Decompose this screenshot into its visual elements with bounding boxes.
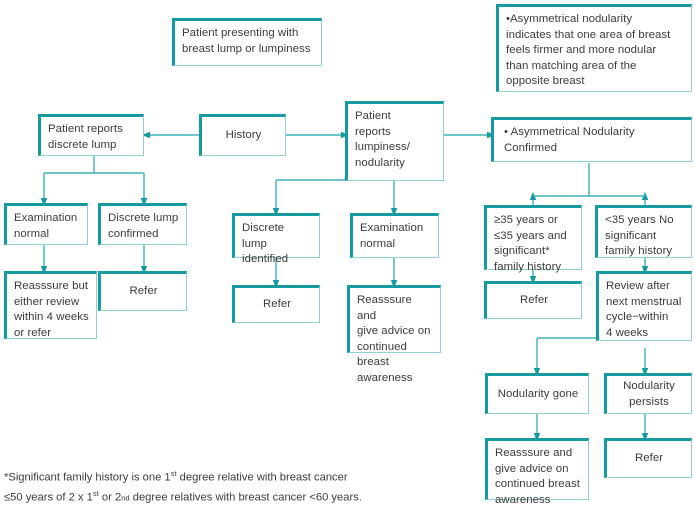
node-reassure-advice-bottom[interactable]: Reasssure and give advice on continued b… (485, 438, 589, 506)
node-refer-mid-label: Refer (262, 298, 292, 311)
node-history-label: History (225, 129, 262, 142)
node-review-menstrual[interactable]: Review after next menstrual cycle−within… (596, 271, 692, 341)
node-refer-left[interactable]: Refer (98, 271, 187, 311)
node-nodularity-persists[interactable]: Nodularity persists (604, 373, 692, 414)
footnote-line1-b: degree relative with breast cancer (176, 471, 348, 484)
node-reassure-advice-bottom-label: Reasssure and give advice on continued b… (495, 447, 581, 506)
node-refer-mid[interactable]: Refer (232, 285, 320, 323)
node-examination-normal-left-label: Examination normal (14, 212, 78, 240)
node-asymmetrical-nodularity-confirmed[interactable]: • Asymmetrical Nodularity Confirmed (491, 117, 692, 162)
node-start[interactable]: Patient presenting with breast lump or l… (172, 18, 322, 66)
node-history[interactable]: History (199, 114, 286, 156)
footnote-line2-b: or 2 (98, 491, 122, 504)
node-discrete-lump-confirmed[interactable]: Discrete lump confirmed (98, 203, 187, 245)
node-discrete-lump-confirmed-label: Discrete lump confirmed (108, 212, 179, 240)
footnote-line2-a: ≤50 years of 2 x 1 (4, 491, 93, 504)
node-info-note-label: •Asymmetrical nodularity indicates that … (506, 13, 671, 87)
node-reports-discrete-lump[interactable]: Patient reports discrete lump (38, 114, 144, 156)
node-start-label: Patient presenting with breast lump or l… (182, 27, 311, 55)
node-age-criteria-refer[interactable]: ≥35 years or ≤35 years and significant* … (484, 205, 582, 273)
node-nodularity-gone-label: Nodularity gone (497, 387, 579, 400)
node-refer-right-age-label: Refer (519, 294, 549, 307)
node-reassure-advice-mid[interactable]: Reasssure and give advice on continued b… (347, 285, 441, 384)
footnote-line1-a: *Significant family history is one 1 (4, 471, 171, 484)
node-reports-discrete-lump-label: Patient reports discrete lump (48, 123, 123, 151)
footnote-line2-sub: nd (121, 493, 130, 503)
footnote-line2-sup1: st (92, 488, 99, 498)
node-asymmetrical-nodularity-confirmed-label: • Asymmetrical Nodularity Confirmed (504, 126, 635, 154)
node-age-criteria-refer-label: ≥35 years or ≤35 years and significant* … (494, 214, 567, 273)
node-nodularity-gone[interactable]: Nodularity gone (485, 373, 589, 414)
node-examination-normal-left[interactable]: Examination normal (4, 203, 88, 245)
node-examination-normal-mid-label: Examination normal (360, 222, 424, 250)
node-discrete-lump-identified-label: Discrete lump identified (242, 222, 289, 265)
node-info-note[interactable]: •Asymmetrical nodularity indicates that … (496, 4, 692, 92)
node-reassure-review-or-refer[interactable]: Reasssure but either review within 4 wee… (4, 271, 97, 339)
node-reports-lumpiness[interactable]: Patient reports lumpiness/ nodularity (345, 101, 444, 181)
footnote-line1-sup: st (170, 469, 177, 478)
node-refer-persists-label: Refer (634, 452, 664, 465)
node-reassure-advice-mid-label: Reasssure and give advice on continued b… (357, 294, 431, 384)
node-review-menstrual-label: Review after next menstrual cycle−within… (606, 280, 682, 339)
node-nodularity-persists-label: Nodularity persists (623, 380, 675, 408)
node-refer-right-age[interactable]: Refer (484, 281, 582, 319)
footnote: *Significant family history is one 1st d… (4, 466, 474, 505)
node-refer-persists[interactable]: Refer (604, 438, 692, 478)
node-examination-normal-mid[interactable]: Examination normal (350, 213, 439, 258)
node-reports-lumpiness-label: Patient reports lumpiness/ nodularity (355, 110, 410, 169)
node-age-criteria-review[interactable]: <35 years No significant family history (595, 205, 692, 258)
node-refer-left-label: Refer (129, 285, 158, 298)
node-discrete-lump-identified[interactable]: Discrete lump identified (232, 213, 320, 265)
footnote-line2-c: degree relatives with breast cancer <60 … (129, 491, 362, 504)
node-age-criteria-review-label: <35 years No significant family history (605, 214, 674, 257)
node-reassure-review-or-refer-label: Reasssure but either review within 4 wee… (14, 280, 89, 339)
